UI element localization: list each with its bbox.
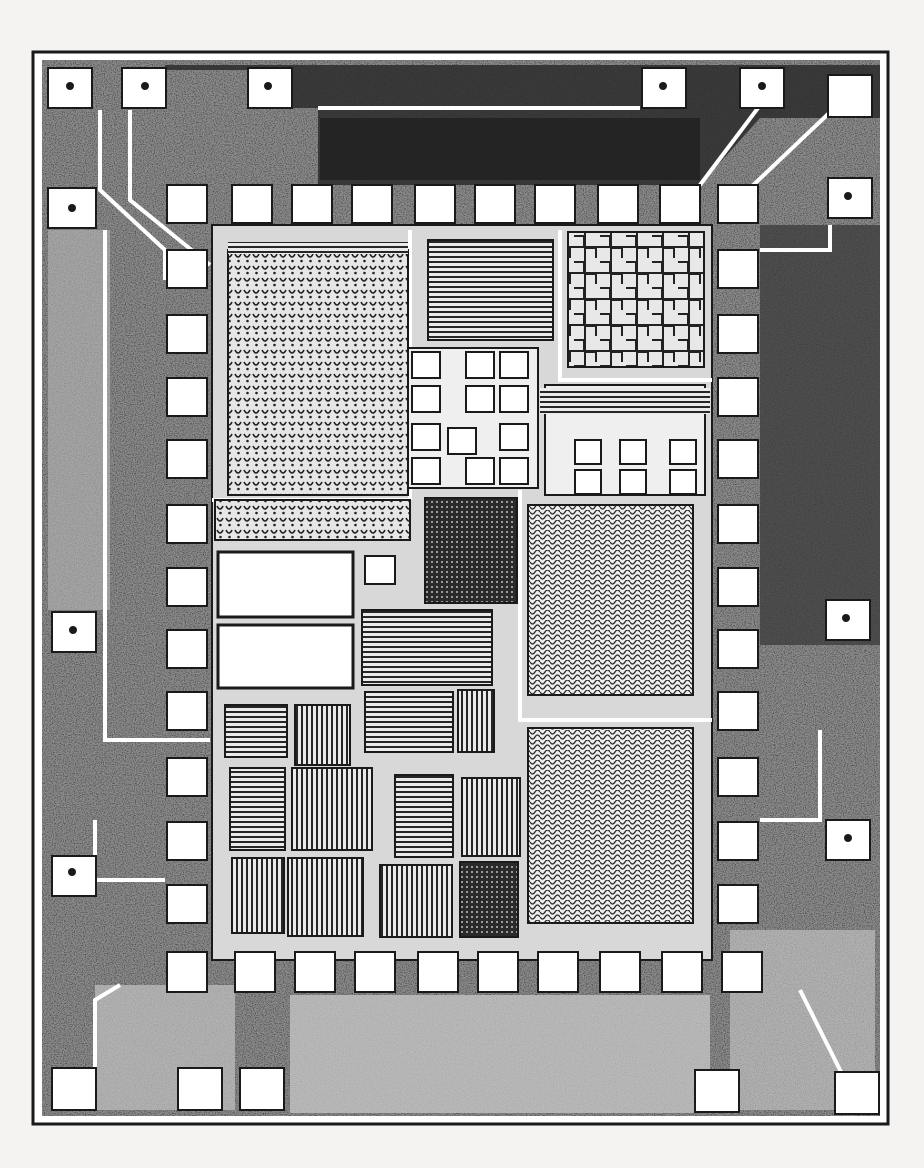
bond-pad <box>537 951 579 993</box>
bond-pad <box>717 691 759 731</box>
block-shift-register-top <box>427 239 554 341</box>
bond-wire-dot <box>264 82 272 90</box>
bond-pad <box>166 184 208 224</box>
bond-pad <box>166 951 208 993</box>
block-counter-lower-center-d <box>459 861 519 938</box>
block-array-right-lower <box>527 727 694 924</box>
block-logic-array-dense-center <box>424 497 518 604</box>
bottom-light-metal <box>290 995 710 1113</box>
bond-pad <box>739 67 785 109</box>
block-memory-array-upper-left <box>227 249 409 496</box>
bond-pad <box>166 691 208 731</box>
bond-pad <box>166 821 208 861</box>
bond-pad <box>597 184 639 224</box>
block-strip-top <box>228 242 408 254</box>
corner-bond-pad <box>834 1071 880 1115</box>
block-counter-lower-center-c <box>379 864 453 938</box>
block-strip-mid <box>214 499 411 541</box>
bond-pad <box>717 314 759 354</box>
corner-bond-pad <box>694 1069 740 1113</box>
block-register-small-b <box>294 704 351 766</box>
logic-cells <box>411 351 697 495</box>
block-small-cell <box>364 555 396 585</box>
bond-pad <box>717 377 759 417</box>
bond-pad <box>166 567 208 607</box>
block-counter-lower-center-a <box>394 774 454 858</box>
corner-bond-pad <box>239 1067 285 1111</box>
block-array-right-upper <box>527 504 694 696</box>
corner-bond-pad <box>177 1067 223 1111</box>
bond-pad <box>661 951 703 993</box>
bond-pad <box>717 884 759 924</box>
bond-pad <box>717 757 759 797</box>
bond-wire-dot <box>844 834 852 842</box>
bond-wire-dot <box>844 192 852 200</box>
bond-wire-dot <box>68 204 76 212</box>
bond-pad <box>166 629 208 669</box>
block-capacitor-lower <box>216 623 355 690</box>
bond-pad <box>234 951 276 993</box>
top-dark-metal-2 <box>320 118 700 180</box>
circuit-blocks <box>214 231 710 938</box>
block-counter-lower-left-c <box>231 857 285 934</box>
bond-pad <box>717 821 759 861</box>
block-grid-array-top-right <box>567 231 705 368</box>
block-counter-lower-left-d <box>287 857 364 937</box>
bond-pad <box>166 757 208 797</box>
bond-pad <box>599 951 641 993</box>
corner-bond-pad <box>51 1067 97 1111</box>
bond-pad <box>291 184 333 224</box>
block-counter-lower-center-b <box>461 777 521 857</box>
bond-wire-dot <box>842 614 850 622</box>
bond-pad <box>231 184 273 224</box>
bond-pad <box>721 951 763 993</box>
block-strip-right <box>540 388 710 414</box>
left-light-metal <box>48 230 110 610</box>
bond-pad <box>166 884 208 924</box>
block-register-bank-mid <box>361 609 493 686</box>
bond-pad <box>354 951 396 993</box>
right-dark-metal <box>760 225 880 645</box>
bond-pad <box>717 629 759 669</box>
bond-pad <box>414 184 456 224</box>
bond-pad <box>717 439 759 479</box>
bond-pad <box>166 249 208 289</box>
bond-wire-dot <box>659 82 667 90</box>
bond-wire-dot <box>141 82 149 90</box>
block-counter-lower-left-b <box>291 767 373 851</box>
bond-pad <box>166 439 208 479</box>
bond-pad <box>534 184 576 224</box>
bond-wire-dot <box>758 82 766 90</box>
bond-pad <box>717 504 759 544</box>
block-register-small-a <box>224 704 288 758</box>
bond-pad <box>351 184 393 224</box>
bond-pad <box>166 377 208 417</box>
bond-pad <box>474 184 516 224</box>
bond-wire-dot <box>68 868 76 876</box>
bond-wire-dot <box>66 82 74 90</box>
bond-wire-dot <box>69 626 77 634</box>
bond-pad <box>51 855 97 897</box>
block-capacitor-upper <box>216 550 355 619</box>
bond-pad <box>166 314 208 354</box>
bond-pad <box>417 951 459 993</box>
corner-pads <box>51 74 880 1115</box>
corner-bond-pad <box>827 74 873 118</box>
metal-regions <box>48 65 880 1113</box>
bond-pad <box>477 951 519 993</box>
bond-pad <box>717 567 759 607</box>
bond-pad <box>717 184 759 224</box>
block-register-small-c <box>364 691 454 753</box>
bond-pads <box>47 67 873 993</box>
bond-pad <box>717 249 759 289</box>
block-counter-lower-left-a <box>229 767 286 851</box>
bond-pad <box>166 504 208 544</box>
bond-pad <box>659 184 701 224</box>
bond-pad <box>294 951 336 993</box>
block-register-small-d <box>457 689 495 753</box>
